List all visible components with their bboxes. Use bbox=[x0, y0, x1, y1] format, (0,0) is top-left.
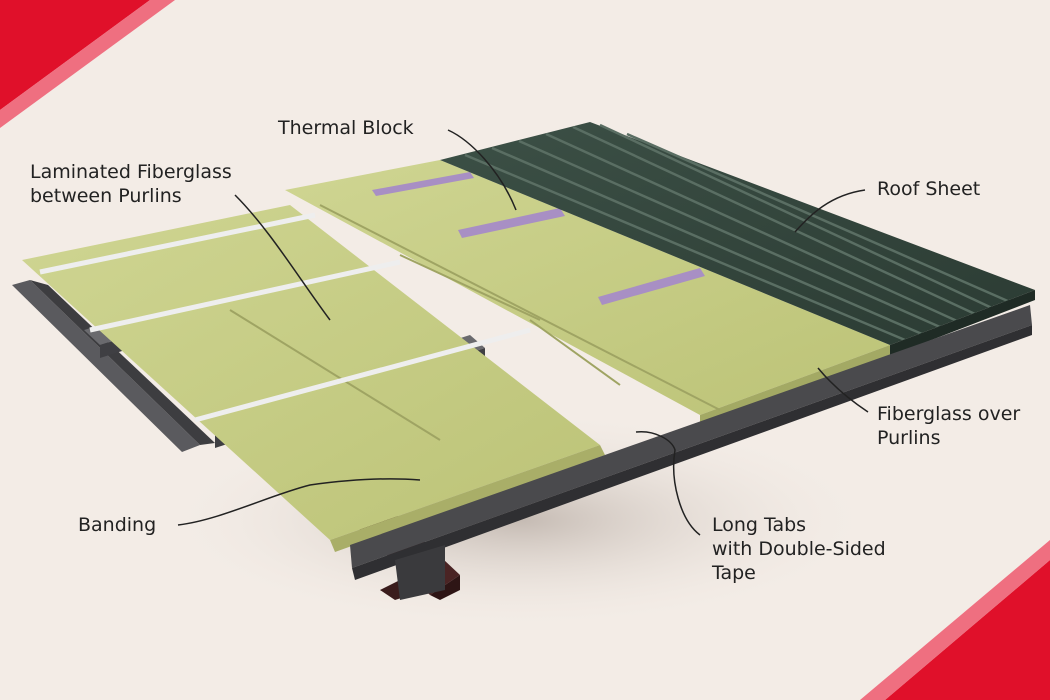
thermal-blocks bbox=[372, 172, 705, 305]
leader-roof-sheet bbox=[794, 189, 866, 233]
corner-accent-top-left bbox=[0, 0, 175, 128]
leader-banding bbox=[177, 478, 421, 526]
leader-laminated-fiberglass bbox=[234, 194, 331, 321]
label-long-tabs: Long Tabs with Double-Sided Tape bbox=[712, 514, 886, 584]
label-banding: Banding bbox=[78, 514, 157, 536]
label-laminated-fiberglass: Laminated Fiberglass between Purlins bbox=[30, 161, 232, 207]
label-roof-sheet: Roof Sheet bbox=[877, 178, 981, 200]
corner-accent-bottom-right bbox=[860, 540, 1050, 700]
leader-thermal-block bbox=[447, 129, 517, 211]
roof-sheet bbox=[440, 122, 1035, 356]
eave-beam bbox=[350, 305, 1032, 600]
leader-lines bbox=[177, 129, 869, 536]
leader-long-tabs bbox=[635, 431, 701, 536]
purlin-flanges bbox=[39, 212, 531, 423]
label-thermal-block: Thermal Block bbox=[278, 117, 414, 139]
leader-fiberglass-over bbox=[817, 367, 869, 413]
label-fiberglass-over-purlins: Fiberglass over Purlins bbox=[877, 403, 1021, 449]
insulation-between-purlins bbox=[22, 205, 605, 552]
